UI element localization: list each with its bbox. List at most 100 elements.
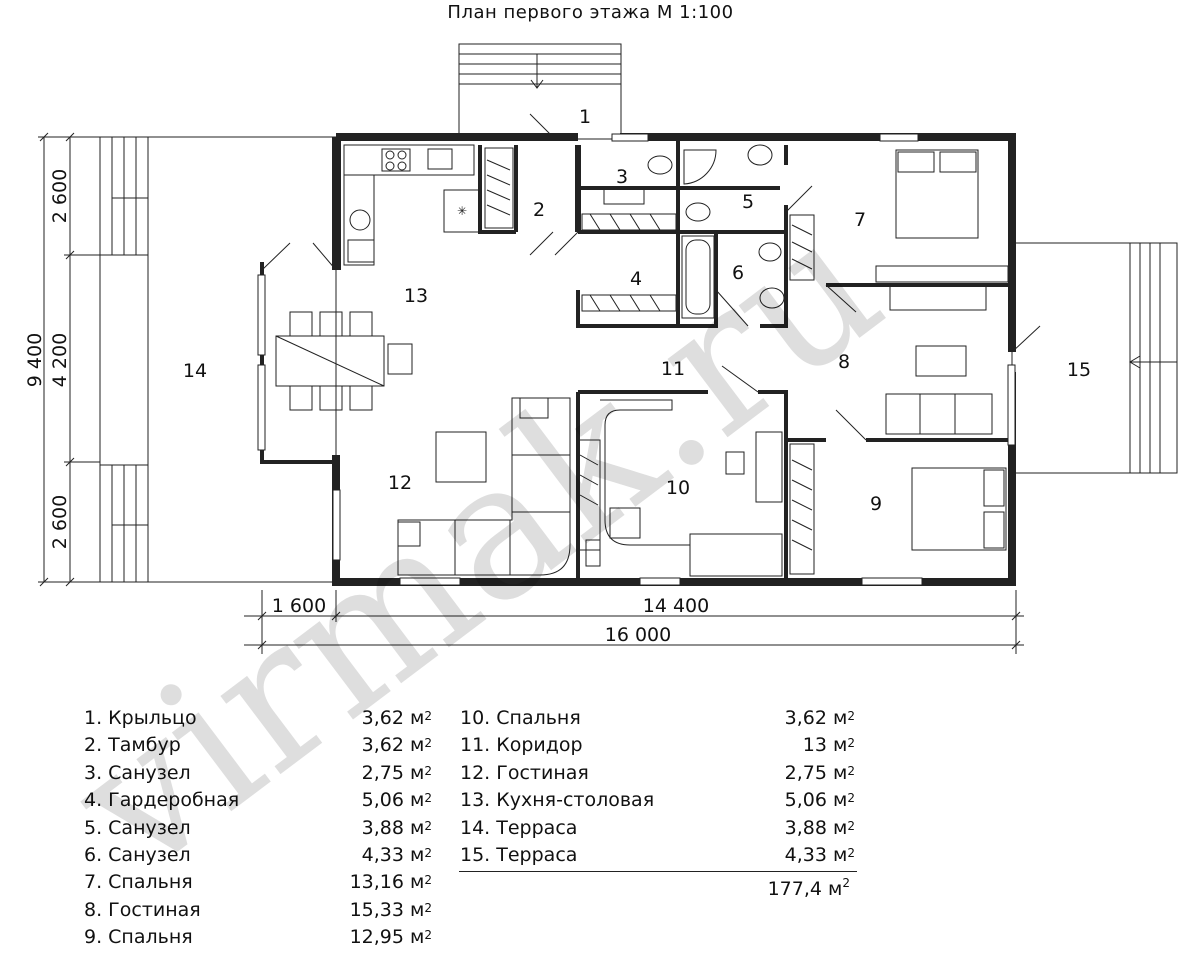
- room-area-unit: м: [833, 734, 848, 757]
- room-area-unit: м: [410, 761, 425, 784]
- room-label: 11. Коридор: [460, 734, 583, 757]
- room-area-value: 4,33: [361, 843, 404, 866]
- terrace-15: [1011, 242, 1178, 474]
- dim-bottom-total: 16 000: [605, 624, 671, 646]
- room-number-5: 5: [742, 191, 754, 213]
- room-area-power: 2: [847, 763, 855, 778]
- room-area-unit: м: [410, 734, 425, 757]
- room-number-1: 1: [579, 106, 591, 128]
- room-label: 3. Санузел: [84, 761, 191, 784]
- room-label: 10. Спальня: [460, 707, 581, 729]
- total-area: 177,4 м2: [459, 876, 850, 900]
- dim-left-mid: 4 200: [49, 333, 71, 387]
- legend-left-row: 2. Тамбур 3,62 м2: [84, 732, 432, 759]
- legend-left-row: 4. Гардеробная 5,06 м2: [84, 787, 432, 814]
- svg-text:✳: ✳: [457, 204, 467, 218]
- room-area-value: 3,62: [784, 707, 827, 729]
- room-area-unit: м: [833, 843, 848, 866]
- room-label: 5. Санузел: [84, 816, 191, 839]
- room-label: 12. Гостиная: [460, 761, 589, 784]
- room-area: 12,95 м2: [350, 924, 432, 951]
- legend-left-row: 5. Санузел 3,88 м2: [84, 815, 432, 842]
- room-label: 1. Крыльцо: [84, 707, 197, 729]
- room-area-unit: м: [833, 816, 848, 839]
- legend-left-row: 9. Спальня 12,95 м2: [84, 924, 432, 951]
- room-area-power: 2: [424, 900, 432, 915]
- room-area-value: 3,62: [361, 734, 404, 757]
- room-area-power: 2: [424, 763, 432, 778]
- interior-walls: [478, 137, 1008, 578]
- room-area-unit: м: [833, 789, 848, 812]
- dim-left-top: 2 600: [49, 169, 71, 223]
- room-area: 5,06 м2: [362, 787, 432, 814]
- room-area-unit: м: [410, 707, 425, 729]
- room-number-6: 6: [732, 262, 744, 284]
- room-area: 3,62 м2: [362, 705, 432, 732]
- room-number-11: 11: [661, 358, 685, 380]
- room-number-2: 2: [533, 199, 545, 221]
- room-area-power: 2: [847, 736, 855, 751]
- legend-left-row: 1. Крыльцо 3,62 м2: [84, 705, 432, 732]
- room-label: 13. Кухня-столовая: [460, 789, 655, 812]
- total-area-unit: м: [828, 878, 843, 900]
- room-area-unit: м: [410, 789, 425, 812]
- total-area-value: 177,4: [767, 878, 822, 900]
- room-label: 2. Тамбур: [84, 734, 181, 757]
- room-area-value: 5,06: [784, 789, 827, 812]
- room-area-unit: м: [410, 816, 425, 839]
- room-area: 3,88 м2: [785, 815, 855, 842]
- room-number-14: 14: [183, 360, 207, 382]
- room-area-value: 3,88: [361, 816, 404, 839]
- room-area: 15,33 м2: [350, 897, 432, 924]
- room-area-unit: м: [410, 898, 425, 921]
- room-area-value: 12,95: [349, 926, 404, 949]
- room-area-value: 13,16: [349, 871, 404, 894]
- room-area-value: 2,75: [784, 761, 827, 784]
- doors: [261, 113, 1041, 441]
- room-number-15: 15: [1067, 359, 1091, 381]
- room-area-power: 2: [424, 736, 432, 751]
- room-area-power: 2: [424, 709, 432, 723]
- dim-bottom-right: 14 400: [643, 595, 709, 617]
- room-number-3: 3: [616, 166, 628, 188]
- room-area-value: 13: [802, 734, 827, 757]
- room-area: 4,33 м2: [362, 842, 432, 869]
- legend-left-row: 3. Санузел 2,75 м2: [84, 760, 432, 787]
- room-area-power: 2: [424, 845, 432, 860]
- room-area-unit: м: [410, 926, 425, 949]
- room-area-value: 15,33: [349, 898, 404, 921]
- plan-title: План первого этажа М 1:100: [447, 2, 734, 23]
- room-area-unit: м: [410, 843, 425, 866]
- room-area-value: 2,75: [361, 761, 404, 784]
- total-divider: [459, 871, 857, 872]
- room-label: 6. Санузел: [84, 843, 191, 866]
- room-number-8: 8: [838, 351, 850, 373]
- room-area-power: 2: [847, 845, 855, 860]
- total-area-power: 2: [842, 876, 850, 890]
- room-area-power: 2: [424, 928, 432, 943]
- room-label: 4. Гардеробная: [84, 789, 240, 812]
- dim-bottom-left: 1 600: [272, 595, 326, 617]
- legend-right-row: 11. Коридор 13 м2: [460, 732, 855, 759]
- room-area-power: 2: [847, 709, 855, 723]
- room-numbers: 1 2 3 4 5 6 7 8 9 10 11 12 13 14 15: [183, 106, 1091, 515]
- room-area-value: 3,88: [784, 816, 827, 839]
- room-number-10: 10: [666, 477, 690, 499]
- room-label: 15. Терраса: [460, 843, 578, 866]
- dimension-labels: 9 400 2 600 4 200 2 600 1 600 14 400 16 …: [24, 169, 709, 646]
- room-label: 9. Спальня: [84, 926, 193, 949]
- furniture: ✳: [275, 144, 1009, 577]
- dim-left-total: 9 400: [24, 333, 46, 387]
- room-area: 4,33 м2: [785, 842, 855, 869]
- room-area: 3,88 м2: [362, 815, 432, 842]
- dim-left-bottom: 2 600: [49, 495, 71, 549]
- room-area: 13,16 м2: [350, 869, 432, 896]
- dimension-lines: [38, 132, 1024, 654]
- room-area-value: 4,33: [784, 843, 827, 866]
- room-area-value: 5,06: [361, 789, 404, 812]
